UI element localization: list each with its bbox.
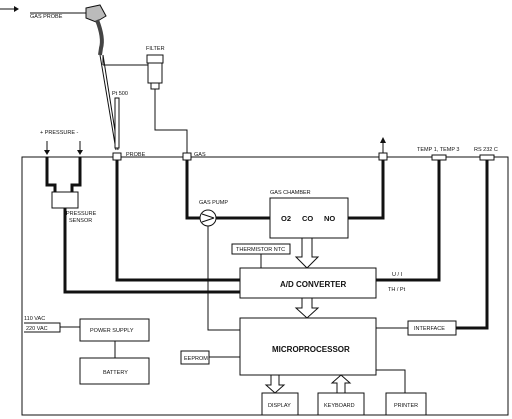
printer-box	[385, 392, 427, 416]
pt500-label: Pt 500	[112, 91, 128, 97]
microprocessor-box	[239, 317, 377, 376]
micro-printer-line	[376, 369, 406, 393]
gas-tube	[154, 95, 188, 153]
temp-signal-line	[376, 160, 441, 282]
o2-sensor-label: O2	[281, 214, 291, 223]
pt500-sensor	[114, 97, 120, 149]
eeprom-label: EEPROM	[184, 356, 208, 362]
v220-label: 220 VAC	[26, 326, 48, 332]
pressure-plus-arrow-icon	[44, 141, 50, 155]
pressure-sensor-box	[51, 191, 79, 209]
probe-label: PROBE	[126, 152, 146, 158]
rs232-connector	[479, 154, 495, 161]
gas-chamber-label: GAS CHAMBER	[270, 190, 311, 196]
pressure-signal-line	[63, 208, 240, 294]
power-supply-label: POWER SUPPLY	[90, 328, 134, 334]
pressure-minus-arrow-icon	[77, 141, 83, 155]
ui-label: U / I	[392, 272, 403, 278]
v110-label: 110 VAC	[24, 316, 45, 322]
pressure-sensor-label-2: SENSOR	[69, 218, 92, 224]
interface-label: INTERFACE	[414, 326, 445, 332]
ad-converter-box	[239, 267, 377, 299]
gas-pump-label: GAS PUMP	[199, 200, 228, 206]
co-sensor-label: CO	[302, 214, 313, 223]
pressure-tube-plus	[45, 157, 57, 192]
micro-to-display-arrow-icon	[264, 374, 286, 394]
pump-control-line	[207, 226, 240, 331]
filter-label: FILTER	[146, 46, 165, 52]
temp-label: TEMP 1, TEMP 3	[417, 147, 460, 153]
chamber-to-ad-arrow-icon	[294, 237, 320, 269]
display-box	[261, 392, 299, 416]
rs232-label: RS 232 C	[474, 147, 498, 153]
battery-box	[79, 357, 150, 385]
exhaust-arrow-icon	[380, 137, 386, 153]
ad-to-micro-arrow-icon	[294, 297, 320, 319]
gas-connector	[182, 152, 192, 161]
probe-connector	[112, 152, 122, 161]
gas-probe-assembly	[0, 4, 153, 151]
pressure-label: + PRESSURE -	[40, 130, 79, 136]
gas-path-to-pump	[185, 160, 200, 220]
filter-component	[146, 54, 164, 95]
pressure-tube-minus	[70, 157, 82, 192]
probe-signal-line	[115, 160, 240, 282]
exhaust-connector	[378, 152, 388, 161]
temp-connector	[431, 154, 447, 161]
keyboard-box	[317, 392, 365, 416]
rs232-signal-line	[456, 160, 489, 330]
microprocessor-label: MICROPROCESSOR	[272, 345, 350, 354]
keyboard-label: KEYBOARD	[324, 403, 355, 409]
gas-probe-label: GAS PROBE	[30, 14, 63, 20]
pressure-sensor-label-1: PRESSURE	[66, 211, 97, 217]
battery-label: BATTERY	[103, 370, 128, 376]
gas-chamber-box	[269, 197, 349, 239]
ad-converter-label: A/D CONVERTER	[280, 280, 346, 289]
thermistor-label: THERMISTOR NTC	[236, 247, 285, 253]
gas-label: GAS	[194, 152, 206, 158]
keyboard-to-micro-arrow-icon	[330, 374, 352, 394]
gas-exhaust-path	[348, 160, 385, 220]
no-sensor-label: NO	[324, 214, 335, 223]
display-label: DISPLAY	[268, 403, 291, 409]
ti-label: TH / Pt	[388, 287, 406, 293]
printer-label: PRINTER	[394, 403, 418, 409]
